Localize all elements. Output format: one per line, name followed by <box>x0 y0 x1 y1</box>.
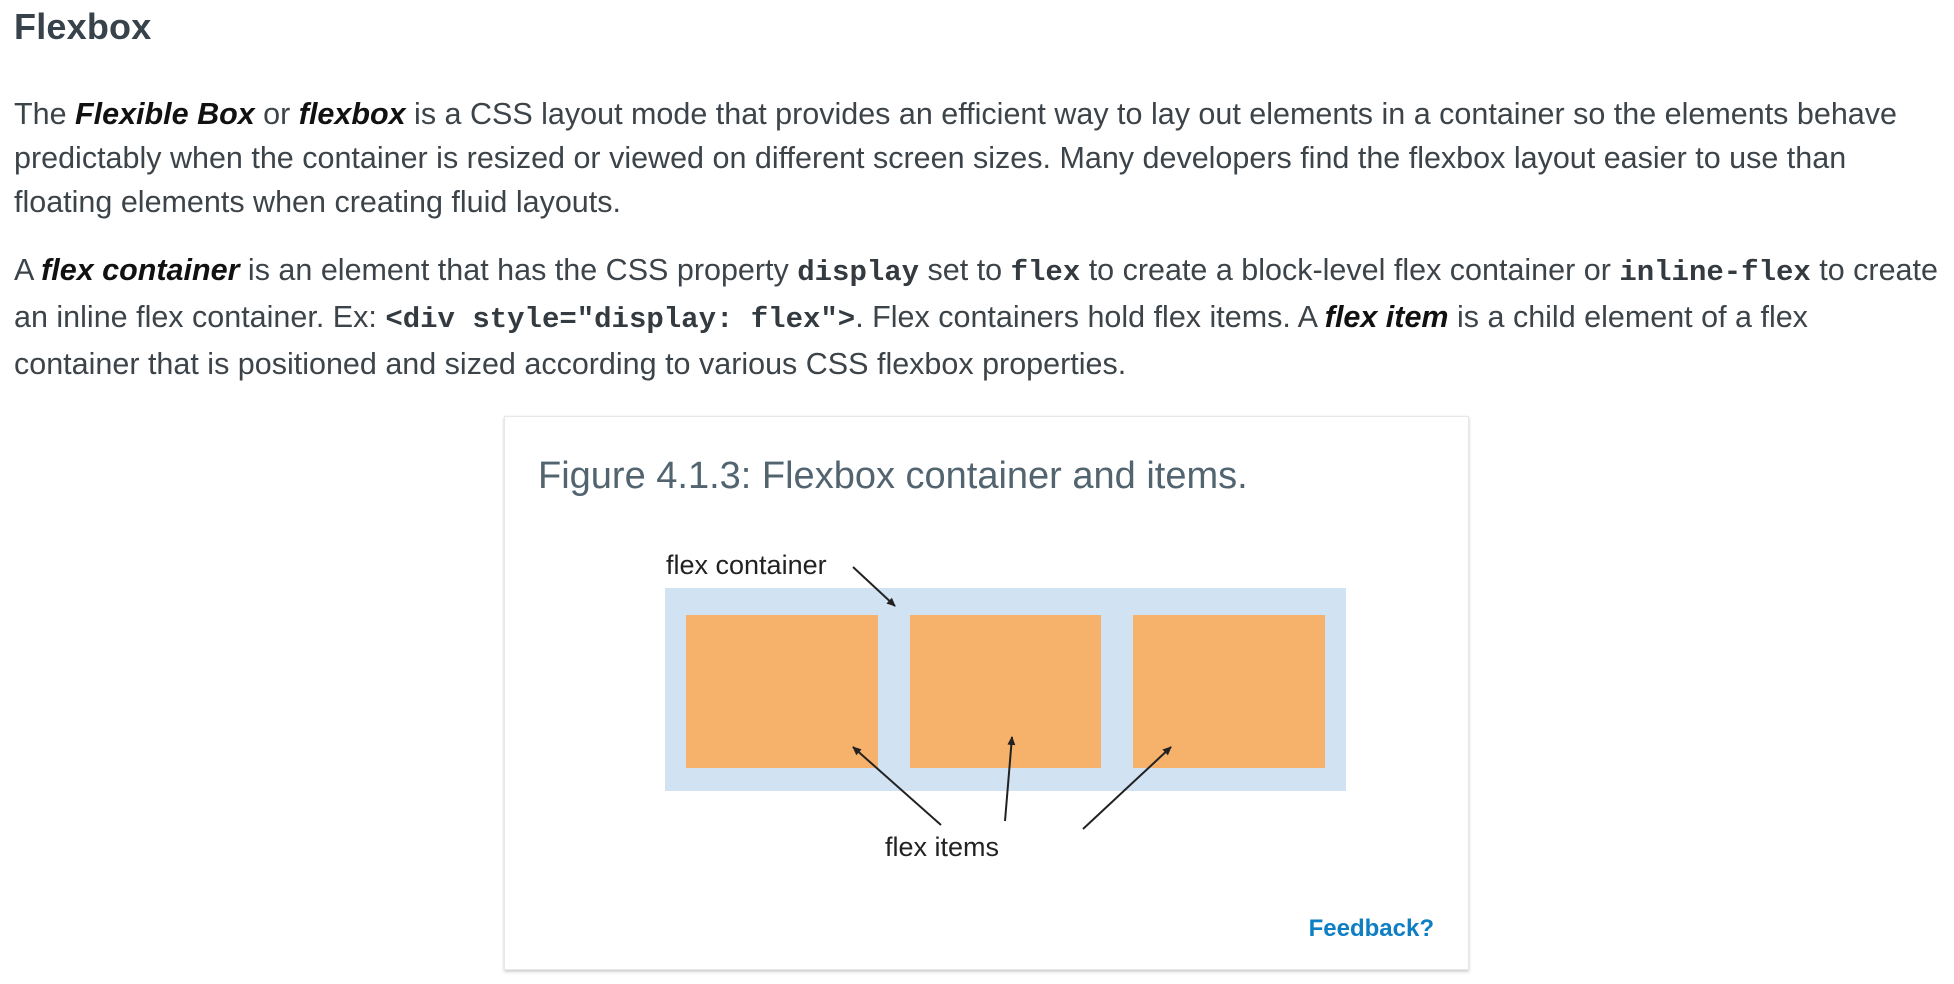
text-span: set to <box>919 253 1011 287</box>
item-pointer-arrow <box>1082 746 1172 830</box>
text-span: is a CSS layout mode that provides an ef… <box>14 97 1897 219</box>
term-flex-item: flex item <box>1324 300 1449 334</box>
text-span: . Flex containers hold flex items. A <box>855 300 1325 334</box>
feedback-link[interactable]: Feedback? <box>1308 915 1434 942</box>
flex-container-label: flex container <box>666 550 827 580</box>
flex-item-box <box>1133 615 1325 768</box>
flexbox-diagram: flex container flex items <box>665 550 1346 862</box>
code-div-example: <div style="display: flex"> <box>385 303 856 336</box>
text-span: to create an inline flex container. Ex: <box>14 253 1938 334</box>
flex-item-box <box>686 615 878 768</box>
container-pointer-arrow <box>852 566 896 607</box>
term-flexible-box: Flexible Box <box>75 97 255 131</box>
text-span: A <box>14 253 42 287</box>
item-pointer-arrow <box>1004 736 1016 822</box>
flex-item-box <box>910 615 1101 768</box>
code-flex: flex <box>1010 256 1081 289</box>
figure-caption: Figure 4.1.3: Flexbox container and item… <box>538 455 1248 497</box>
intro-paragraph: The Flexible Box or flexbox is a CSS lay… <box>14 92 1939 224</box>
figure-card: Figure 4.1.3: Flexbox container and item… <box>504 416 1469 970</box>
text-span: is an element that has the CSS property <box>239 253 798 287</box>
text-span: to create a block-level flex container o… <box>1080 253 1620 287</box>
code-display: display <box>797 256 920 289</box>
flex-items-label: flex items <box>885 832 999 862</box>
flex-container-paragraph: A flex container is an element that has … <box>14 248 1939 386</box>
section-heading: Flexbox <box>14 6 152 47</box>
text-span: The <box>14 97 76 131</box>
text-span: is a child element of a flex container t… <box>14 300 1808 381</box>
term-flexbox: flexbox <box>298 97 406 131</box>
text-span: or <box>254 97 299 131</box>
code-inline-flex: inline-flex <box>1619 256 1811 289</box>
term-flex-container: flex container <box>41 253 240 287</box>
item-pointer-arrow <box>852 746 942 826</box>
